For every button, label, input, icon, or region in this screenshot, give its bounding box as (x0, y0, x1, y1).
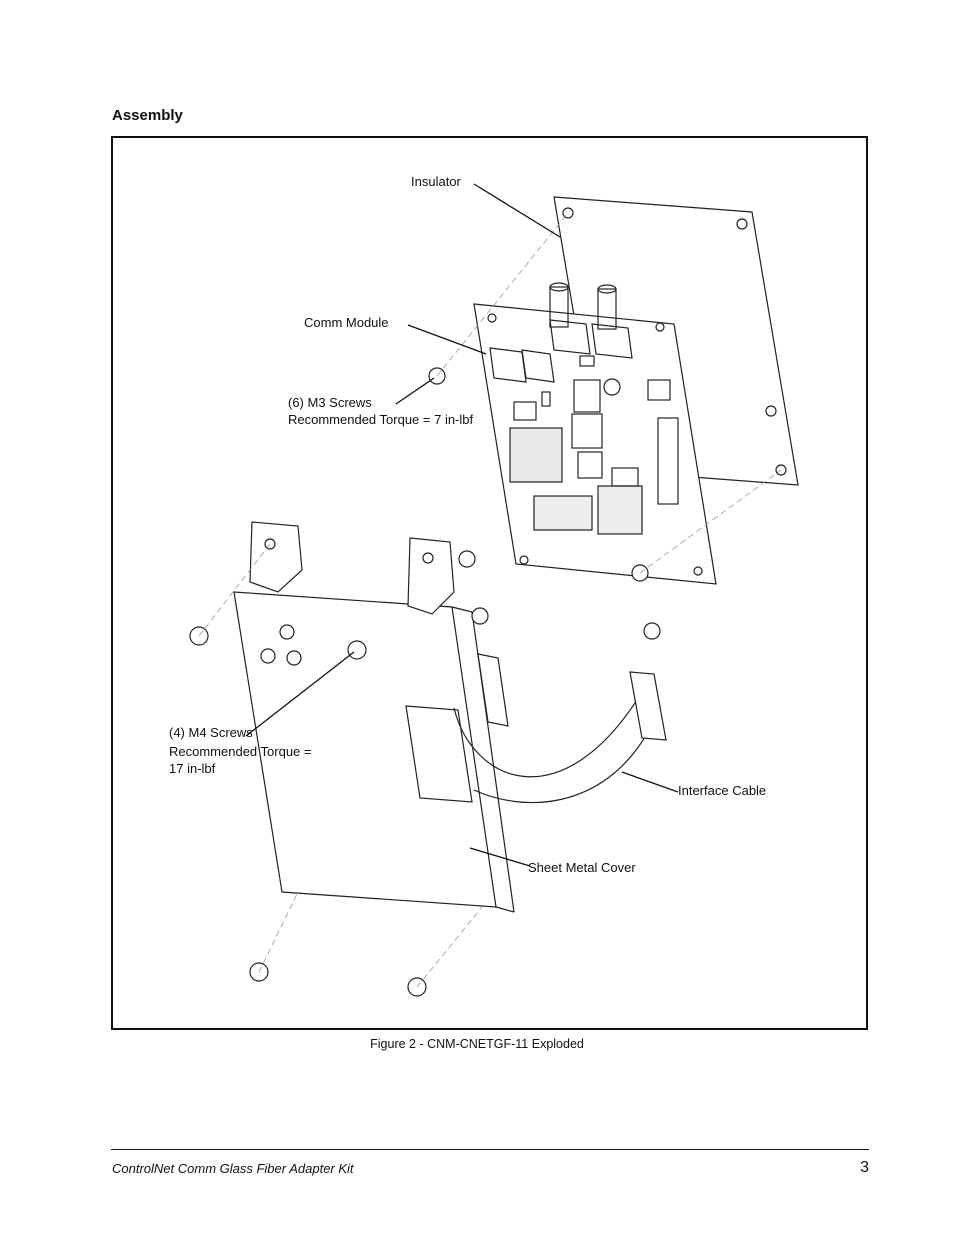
interface-cable-label: Interface Cable (678, 783, 767, 798)
sheet-metal-cover (233, 521, 515, 913)
comm-module-board (473, 282, 717, 585)
interface-cable (453, 653, 667, 804)
insulator-label: Insulator (411, 174, 461, 189)
m4-screws-torque-line2: 17 in-lbf (169, 761, 216, 776)
m4-screws-torque-line1: Recommended Torque = (169, 744, 312, 759)
sheet-metal-cover-label: Sheet Metal Cover (528, 860, 636, 875)
m3-screws-label: (6) M3 Screws (288, 395, 372, 410)
section-heading: Assembly (112, 107, 183, 124)
footer-divider (111, 1149, 869, 1150)
exploded-view-drawing (189, 183, 799, 997)
comm-module-label: Comm Module (304, 315, 389, 330)
exploded-assembly-figure: Insulator Comm Module (6) M3 Screws Reco… (111, 136, 868, 1030)
footer-document-title: ControlNet Comm Glass Fiber Adapter Kit (112, 1161, 354, 1176)
m4-screws-label: (4) M4 Screws (169, 725, 253, 740)
page-number: 3 (860, 1159, 869, 1176)
m3-screws-torque: Recommended Torque = 7 in-lbf (288, 412, 474, 427)
figure-caption: Figure 2 - CNM-CNETGF-11 Exploded (370, 1037, 584, 1051)
